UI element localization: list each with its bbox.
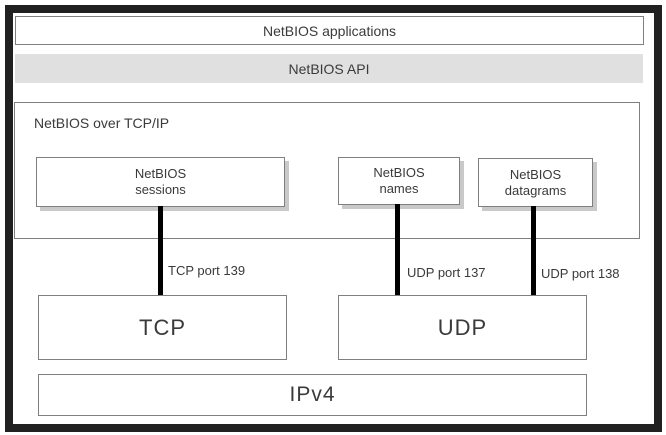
netbios-api-label: NetBIOS API: [288, 60, 370, 77]
netbios-datagrams-line1: NetBIOS: [509, 166, 562, 182]
netbios-names-line2: names: [379, 181, 419, 196]
netbios-names-line1: NetBIOS: [373, 165, 425, 180]
netbios-sessions-line1: NetBIOS: [134, 166, 187, 181]
udp-port-137-label: UDP port 137: [407, 265, 486, 280]
udp-port-138-label: UDP port 138: [541, 266, 620, 281]
tcp-box: TCP: [38, 295, 287, 360]
udp-box: UDP: [338, 295, 587, 360]
netbios-over-tcpip-label: NetBIOS over TCP/IP: [34, 115, 170, 131]
udp-label: UDP: [437, 314, 488, 340]
netbios-names-box: NetBIOS names: [338, 157, 460, 205]
netbios-applications-label: NetBIOS applications: [262, 22, 397, 39]
connector-udp-port-138: [531, 206, 536, 295]
netbios-applications-box: NetBIOS applications: [15, 16, 644, 45]
connector-udp-port-137: [395, 204, 400, 295]
ipv4-label: IPv4: [289, 383, 336, 406]
netbios-datagrams-box: NetBIOS datagrams: [478, 158, 593, 207]
netbios-api-bar: NetBIOS API: [15, 54, 643, 83]
netbios-sessions-box: NetBIOS sessions: [36, 157, 285, 207]
tcp-label: TCP: [139, 314, 186, 340]
netbios-datagrams-line2: datagrams: [504, 182, 567, 198]
tcp-port-139-label: TCP port 139: [168, 263, 246, 278]
netbios-sessions-line2: sessions: [135, 182, 186, 197]
netbios-sessions-label: NetBIOS sessions: [135, 166, 186, 198]
netbios-names-label: NetBIOS names: [373, 165, 424, 197]
netbios-datagrams-label: NetBIOS datagrams: [505, 167, 566, 199]
connector-tcp-port-139: [158, 206, 163, 295]
ipv4-box: IPv4: [38, 374, 587, 416]
